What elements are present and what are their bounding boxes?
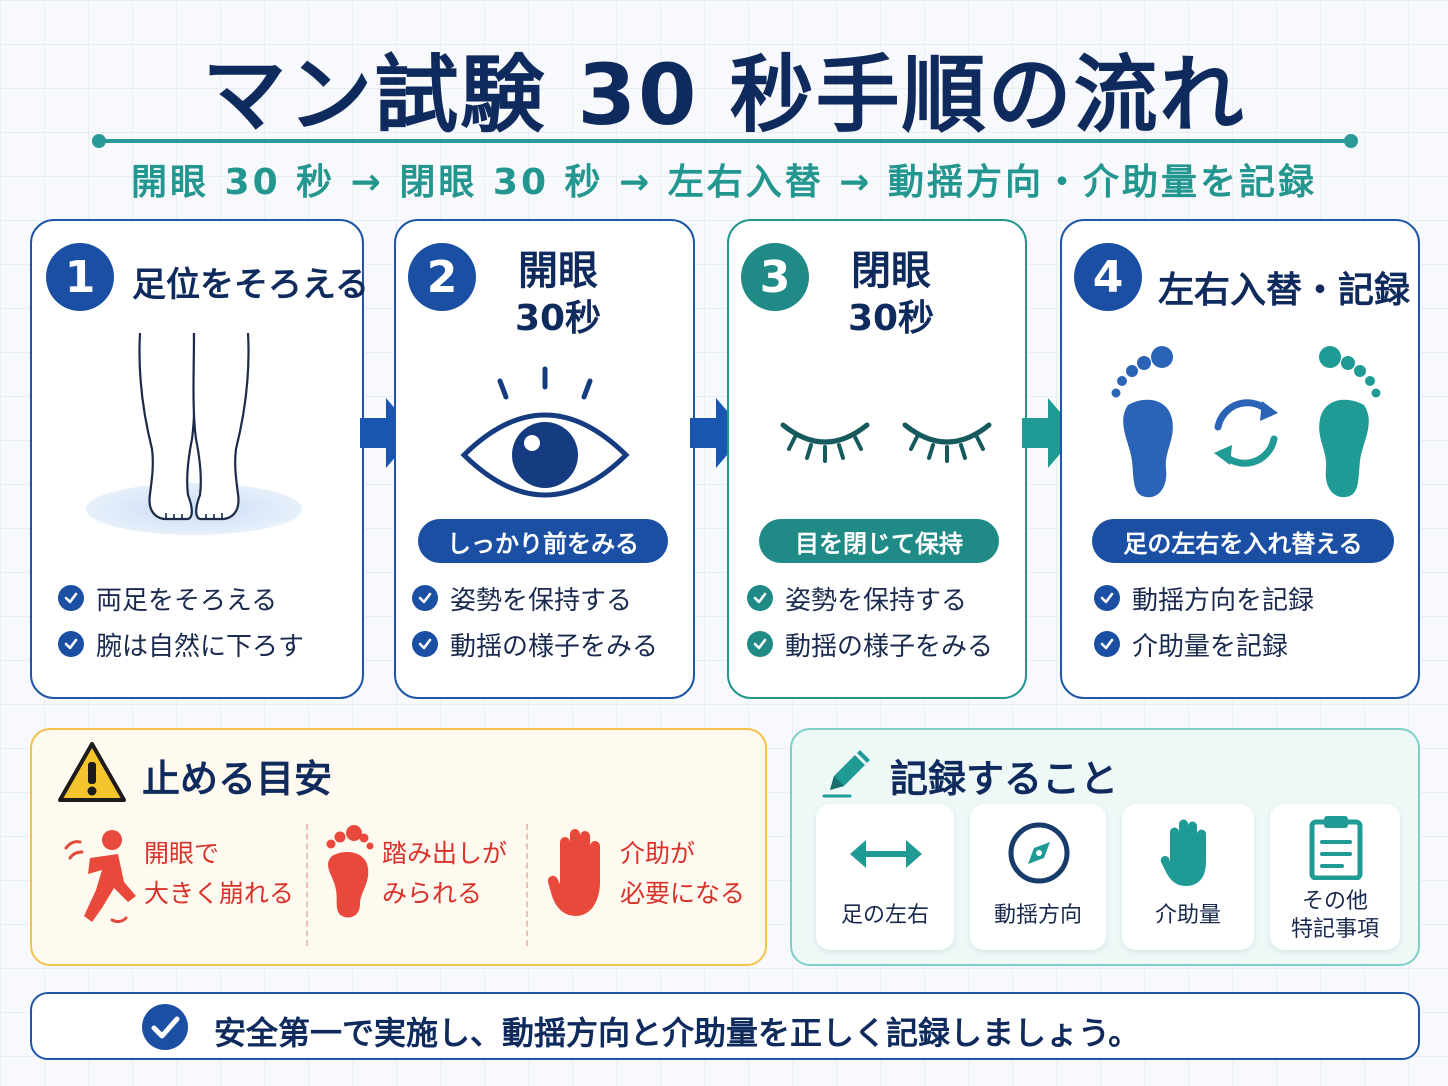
- swap-feet-icon: [1111, 346, 1381, 498]
- title-divider: [92, 134, 1358, 148]
- left-footprint-icon: [1111, 346, 1173, 498]
- left-right-arrow-icon: [850, 840, 922, 868]
- stop-item-2: 踏み出しが みられる: [324, 820, 534, 940]
- check-item: 介助量を記録: [1094, 621, 1314, 667]
- check-item: 動揺の様子をみる: [747, 621, 993, 667]
- pencil-icon: [822, 750, 870, 798]
- step-4-checklist: 動揺方向を記録 介助量を記録: [1094, 575, 1314, 667]
- flow-arrow-icon: [690, 398, 746, 468]
- step-title-1: 足位をそろえる: [132, 265, 369, 305]
- closed-eyes-icon: [780, 422, 992, 463]
- step-2-instruction-badge: しっかり前をみる: [418, 519, 668, 563]
- footprint-icon: [326, 825, 374, 918]
- step-1-checklist: 両足をそろえる 腕は自然に下ろす: [58, 575, 304, 667]
- check-item: 両足をそろえる: [58, 575, 304, 621]
- check-item: 動揺方向を記録: [1094, 575, 1314, 621]
- check-icon: [58, 631, 84, 657]
- step-card-3: 3 閉眼 30秒 目を閉じて保持 姿勢を保持する 動揺の様子をみる: [727, 219, 1027, 699]
- stop-criteria-panel: 止める目安 開眼で 大きく崩れる 踏み出しが みられる: [30, 728, 767, 966]
- flow-arrow-icon: [360, 398, 416, 468]
- hand-stop-icon: [548, 829, 600, 916]
- page-title: マン試験 30 秒手順の流れ: [202, 46, 1246, 144]
- stop-item-2-text: 踏み出しが みられる: [382, 839, 508, 908]
- page-subtitle: 開眼 30 秒 → 閉眼 30 秒 → 左右入替 → 動揺方向・介助量を記録: [130, 162, 1318, 203]
- check-icon: [412, 585, 438, 611]
- record-item-assistance: 介助量: [1122, 804, 1254, 950]
- step-number-1: 1: [46, 243, 114, 311]
- step-number-2: 2: [408, 243, 476, 311]
- step-4-instruction-badge: 足の左右を入れ替える: [1092, 519, 1394, 563]
- stop-item-3: 介助が 必要になる: [548, 820, 758, 940]
- record-item-other-notes: その他 特記事項: [1270, 804, 1400, 950]
- step-3-instruction-badge: 目を閉じて保持: [759, 519, 999, 563]
- footer-text: 安全第一で実施し、動揺方向と介助量を正しく記録しましょう。: [214, 1014, 1141, 1052]
- record-panel: 記録すること 足の左右 動揺方向 介助量 その他 特記事項: [790, 728, 1420, 966]
- check-item: 姿勢を保持する: [747, 575, 993, 621]
- right-footprint-icon: [1319, 346, 1381, 498]
- record-item-label: 介助量: [1154, 903, 1221, 928]
- record-item-label: 足の左右: [840, 903, 929, 928]
- check-icon: [1094, 631, 1120, 657]
- check-icon: [747, 585, 773, 611]
- record-item-label: その他 特記事項: [1290, 889, 1379, 942]
- stop-item-3-text: 介助が 必要になる: [620, 839, 746, 908]
- step-card-2: 2 開眼 30秒 しっかり前をみる 姿勢を保持する 動揺の様子をみる: [394, 219, 695, 699]
- record-item-label: 動揺方向: [993, 903, 1082, 928]
- check-circle-icon: [142, 1004, 188, 1050]
- open-eye-icon: [460, 366, 630, 498]
- step-card-1: 1 足位をそろえる 両足をそろえる 腕は自然に下ろす: [30, 219, 369, 699]
- check-icon: [1094, 585, 1120, 611]
- divider: [306, 824, 308, 946]
- hand-icon: [1160, 819, 1206, 886]
- footer-banner: 安全第一で実施し、動揺方向と介助量を正しく記録しましょう。: [30, 992, 1420, 1060]
- check-item: 姿勢を保持する: [412, 575, 658, 621]
- stop-item-1-text: 開眼で 大きく崩れる: [144, 839, 295, 908]
- flow-arrow-icon: [1022, 398, 1078, 468]
- step-number-4: 4: [1074, 243, 1142, 311]
- standing-feet-icon: [86, 332, 302, 535]
- stop-item-1: 開眼で 大きく崩れる: [62, 820, 322, 940]
- check-icon: [747, 631, 773, 657]
- check-icon: [58, 585, 84, 611]
- step-title-3: 閉眼 30秒: [847, 248, 935, 339]
- record-title: 記録すること: [890, 757, 1119, 801]
- compass-icon: [1008, 822, 1070, 884]
- check-item: 動揺の様子をみる: [412, 621, 658, 667]
- warning-icon: [58, 742, 126, 802]
- record-item-sway-direction: 動揺方向: [970, 804, 1106, 950]
- falling-person-icon: [64, 830, 136, 924]
- step-title-4: 左右入替・記録: [1158, 270, 1411, 311]
- step-3-checklist: 姿勢を保持する 動揺の様子をみる: [747, 575, 993, 667]
- step-card-4: 4 左右入替・記録 足の左右を入れ替える 動揺方向を記録 介助量を記録: [1060, 219, 1420, 699]
- check-icon: [412, 631, 438, 657]
- divider: [526, 824, 528, 946]
- step-number-3: 3: [741, 243, 809, 311]
- step-title-2: 開眼 30秒: [514, 248, 602, 339]
- check-item: 腕は自然に下ろす: [58, 621, 304, 667]
- stop-criteria-title: 止める目安: [142, 757, 333, 801]
- clipboard-icon: [1309, 816, 1363, 880]
- step-2-checklist: 姿勢を保持する 動揺の様子をみる: [412, 575, 658, 667]
- record-item-left-right: 足の左右: [816, 804, 954, 950]
